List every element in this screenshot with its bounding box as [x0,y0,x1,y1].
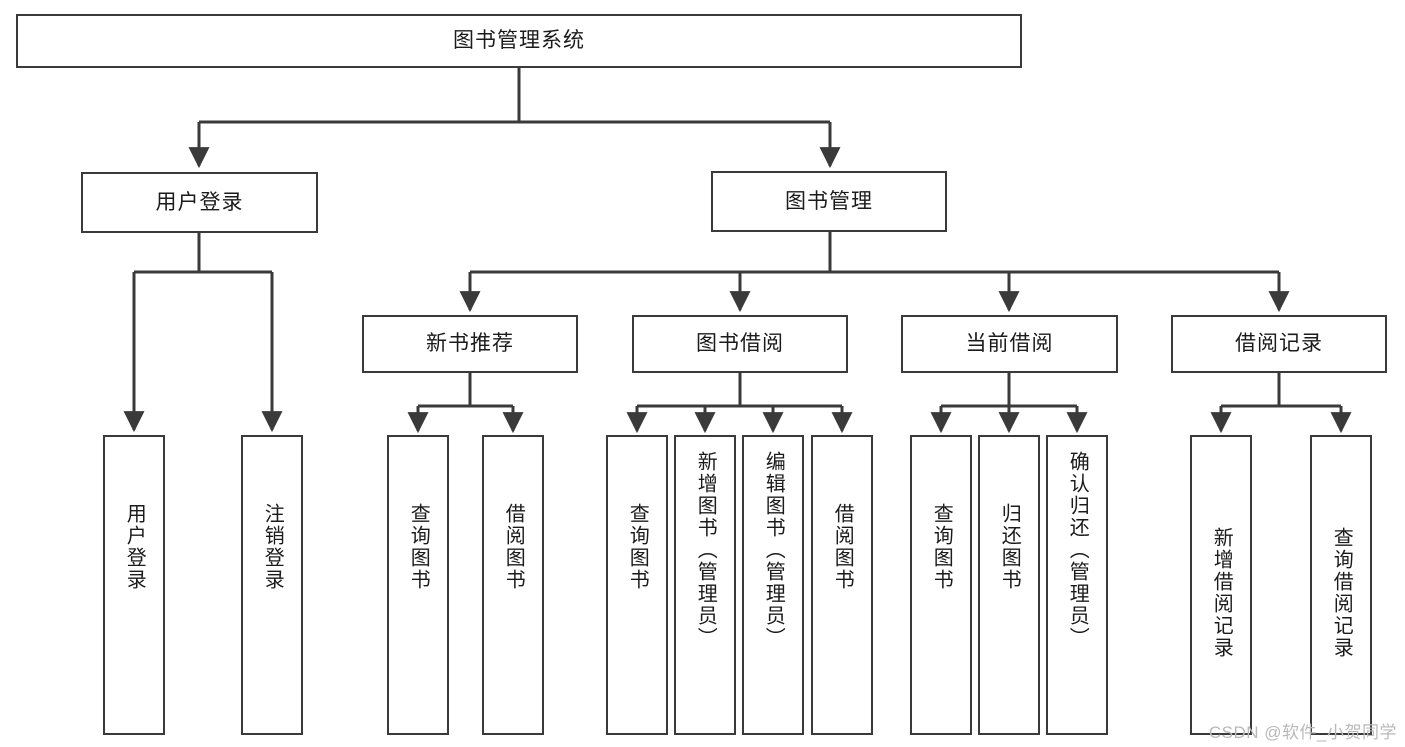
node-user-login-label: 用户登录 [155,190,244,214]
node-new-book-recommend[interactable]: 新书推荐 [362,315,578,373]
node-leaf-user-login-label: 用户登录 [123,503,146,591]
node-leaf-confirm-return-admin-label: 确认归还（管理员） [1066,451,1089,649]
node-leaf-query-borrow-record-label: 查询借阅记录 [1330,527,1353,659]
node-leaf-logout[interactable]: 注销登录 [241,435,303,735]
node-book-manage-label: 图书管理 [785,189,873,213]
node-leaf-query-book-1-label: 查询图书 [407,503,430,591]
node-leaf-borrow-book-1[interactable]: 借阅图书 [482,435,544,735]
node-current-borrow[interactable]: 当前借阅 [901,315,1118,373]
node-leaf-user-login[interactable]: 用户登录 [103,435,165,735]
node-leaf-query-book-2-label: 查询图书 [626,503,649,591]
node-leaf-borrow-book-2-label: 借阅图书 [831,503,854,591]
node-root[interactable]: 图书管理系统 [16,14,1022,68]
node-book-manage[interactable]: 图书管理 [711,171,947,232]
node-leaf-borrow-book-2[interactable]: 借阅图书 [811,435,873,735]
node-leaf-return-book[interactable]: 归还图书 [978,435,1040,735]
node-leaf-confirm-return-admin[interactable]: 确认归还（管理员） [1046,435,1108,735]
node-leaf-logout-label: 注销登录 [261,503,284,591]
node-book-borrow[interactable]: 图书借阅 [632,315,848,373]
node-leaf-query-book-3[interactable]: 查询图书 [910,435,972,735]
node-borrow-record[interactable]: 借阅记录 [1171,315,1387,373]
node-leaf-add-borrow-record[interactable]: 新增借阅记录 [1190,435,1252,735]
node-new-book-recommend-label: 新书推荐 [426,332,514,356]
node-book-borrow-label: 图书借阅 [696,332,784,356]
node-leaf-query-book-3-label: 查询图书 [930,503,953,591]
node-leaf-return-book-label: 归还图书 [998,503,1021,591]
node-leaf-add-book-admin-label: 新增图书（管理员） [694,451,717,649]
node-leaf-add-borrow-record-label: 新增借阅记录 [1210,527,1233,659]
node-current-borrow-label: 当前借阅 [965,332,1054,356]
node-user-login[interactable]: 用户登录 [81,172,318,233]
node-leaf-add-book-admin[interactable]: 新增图书（管理员） [674,435,736,735]
node-leaf-query-book-2[interactable]: 查询图书 [606,435,668,735]
node-leaf-query-book-1[interactable]: 查询图书 [387,435,449,735]
node-root-label: 图书管理系统 [453,29,585,53]
node-borrow-record-label: 借阅记录 [1235,332,1323,356]
node-leaf-edit-book-admin[interactable]: 编辑图书（管理员） [742,435,804,735]
node-leaf-edit-book-admin-label: 编辑图书（管理员） [762,451,785,649]
node-leaf-query-borrow-record[interactable]: 查询借阅记录 [1310,435,1372,735]
csdn-watermark: CSDN @软件_小贺同学 [1208,723,1397,742]
node-leaf-borrow-book-1-label: 借阅图书 [502,503,525,591]
